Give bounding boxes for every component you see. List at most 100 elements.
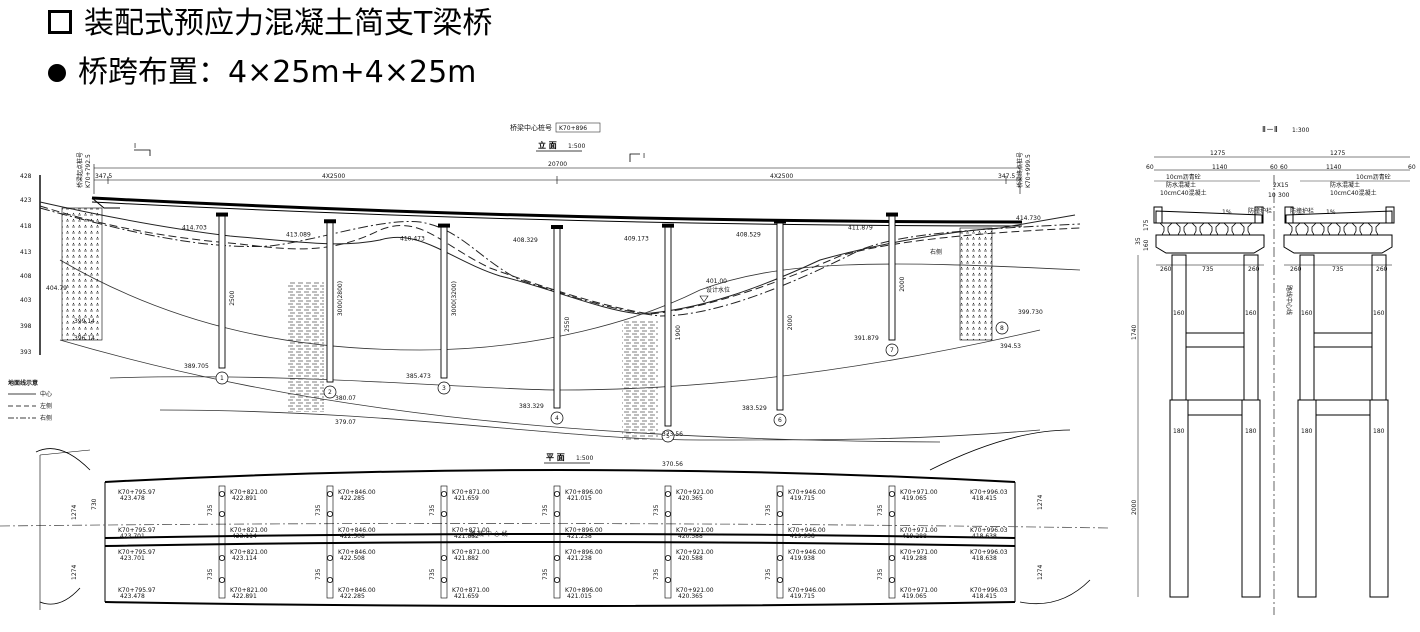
cross-section-drawing: Ⅱ－Ⅱ 1:300 1275 1275 60 1140 60 60 1140 6… bbox=[1131, 125, 1416, 615]
cap-edge-l2: 260 bbox=[1248, 266, 1260, 273]
span-value: 4×25m+4×25m bbox=[228, 55, 477, 90]
plan-right-width-2: 1274 bbox=[1037, 565, 1044, 580]
pier2-depth-1: 380.07 bbox=[335, 395, 356, 402]
section-edge-left: 60 bbox=[1146, 164, 1154, 171]
t-girder bbox=[1351, 222, 1365, 236]
plan-station: K70+971.00 bbox=[900, 489, 938, 496]
pier-column bbox=[218, 215, 226, 369]
plan-column bbox=[440, 490, 447, 497]
pier-height-dim: 3000(2800) bbox=[337, 281, 344, 316]
plan-elevation: 419.715 bbox=[790, 593, 815, 600]
pier-number-circle bbox=[995, 321, 1009, 335]
plan-station: K70+795.97 bbox=[118, 527, 156, 534]
plan-station: K70+921.00 bbox=[676, 489, 714, 496]
plan-elevation: 421.015 bbox=[567, 495, 592, 502]
plan-pier-line bbox=[218, 485, 226, 599]
plan-column bbox=[218, 490, 225, 497]
plan-station: K70+996.03 bbox=[970, 489, 1008, 496]
plan-column bbox=[777, 576, 784, 583]
section-edge-right: 60 bbox=[1408, 164, 1416, 171]
plan-column bbox=[326, 576, 333, 583]
abutment-left-elev-3: 396.14 bbox=[74, 335, 95, 342]
pier-cap bbox=[216, 212, 228, 217]
pier-top-elevation: 409.173 bbox=[624, 236, 649, 243]
plan-elevation: 421.882 bbox=[454, 555, 479, 562]
svg-text:右侧: 右侧 bbox=[40, 414, 52, 422]
t-girder bbox=[1159, 222, 1173, 236]
plan-column bbox=[326, 510, 333, 517]
square-bullet-icon bbox=[48, 10, 72, 34]
cap-edge-r1: 260 bbox=[1290, 266, 1302, 273]
plan-station: K70+921.00 bbox=[676, 527, 714, 534]
pier-cap bbox=[324, 219, 336, 224]
svg-text:428: 428 bbox=[20, 173, 32, 180]
plan-pier-width: 735 bbox=[542, 568, 549, 580]
start-station-label: 桥梁起点桩号 bbox=[76, 152, 84, 188]
pier-height-dim: 1900 bbox=[675, 325, 682, 340]
pier-bottom-elevation: 391.879 bbox=[854, 335, 879, 342]
plan-station: K70+795.97 bbox=[118, 489, 156, 496]
start-station: K70+792.5 bbox=[85, 154, 92, 188]
plan-column bbox=[889, 554, 896, 561]
plan-beam-width: 730 bbox=[91, 498, 98, 510]
plan-column bbox=[889, 510, 896, 517]
center-station: K70+896 bbox=[559, 125, 587, 132]
span-arrangement: 桥跨布置：4×25m+4×25m bbox=[48, 55, 476, 91]
plan-elevation: 423.114 bbox=[232, 555, 257, 562]
left-group: 4X2500 bbox=[322, 173, 345, 180]
plan-column bbox=[777, 510, 784, 517]
t-girder bbox=[1335, 222, 1349, 236]
plan-column bbox=[440, 554, 447, 561]
plan-column bbox=[889, 576, 896, 583]
plan-station: K70+871.00 bbox=[452, 549, 490, 556]
t-girder bbox=[1175, 222, 1189, 236]
plan-elevation: 421.882 bbox=[454, 533, 479, 540]
pile-dia-3: 180 bbox=[1301, 428, 1313, 435]
pier-number-circle bbox=[550, 411, 564, 425]
svg-text:防水混凝土: 防水混凝土 bbox=[1166, 181, 1196, 189]
plan-station: K70+821.00 bbox=[230, 527, 268, 534]
plan-column bbox=[777, 554, 784, 561]
pier-number-circle bbox=[215, 371, 229, 385]
svg-text:10cmC40混凝土: 10cmC40混凝土 bbox=[1330, 189, 1377, 197]
pier-cap bbox=[551, 225, 563, 229]
section-total-right: 1275 bbox=[1330, 150, 1345, 157]
section-mark-left: I bbox=[134, 142, 136, 150]
plan-column bbox=[889, 490, 896, 497]
plan-elevation: 420.365 bbox=[678, 495, 703, 502]
plan-pier-line bbox=[776, 485, 784, 599]
col-dia-3: 160 bbox=[1301, 310, 1313, 317]
pier-number: 7 bbox=[890, 347, 894, 354]
pier-top-elevation: 410.473 bbox=[400, 236, 425, 243]
plan-station: K70+896.00 bbox=[565, 489, 603, 496]
plan-station: K70+871.00 bbox=[452, 527, 490, 534]
pier-column bbox=[326, 221, 334, 383]
abutment-left-elev-1: 404.79 bbox=[46, 285, 67, 292]
plan-station: K70+871.00 bbox=[452, 489, 490, 496]
plan-station: K70+795.97 bbox=[118, 549, 156, 556]
pier-number: 4 bbox=[555, 415, 559, 422]
plan-station: K70+971.00 bbox=[900, 587, 938, 594]
plan-elevation: 419.065 bbox=[902, 593, 927, 600]
section-deck-right: 1140 bbox=[1326, 164, 1341, 171]
plan-elevation: 421.659 bbox=[454, 495, 479, 502]
pier-number-circle bbox=[437, 381, 451, 395]
plan-station: K70+946.00 bbox=[788, 549, 826, 556]
plan-elevation: 423.478 bbox=[120, 593, 145, 600]
plan-stations: K70+795.97423.478K70+795.97423.701K70+79… bbox=[118, 485, 1008, 600]
plan-station: K70+946.00 bbox=[788, 587, 826, 594]
svg-text:408: 408 bbox=[20, 273, 32, 280]
pier-top-elevation: 408.529 bbox=[736, 231, 761, 238]
t-girder bbox=[1319, 222, 1333, 236]
pier-bottom-elevation: 383.329 bbox=[519, 403, 544, 410]
plan-elevation: 419.715 bbox=[790, 495, 815, 502]
water-level: 401.00 bbox=[706, 278, 727, 285]
plan-elevation: 422.891 bbox=[232, 495, 257, 502]
pier-number-circle bbox=[773, 413, 787, 427]
plan-pier-width: 735 bbox=[765, 504, 772, 516]
slope-left: 1% bbox=[1222, 209, 1232, 216]
pier-height-dim: 2500 bbox=[229, 290, 236, 305]
svg-text:413: 413 bbox=[20, 249, 32, 256]
plan-pier-line bbox=[440, 485, 448, 599]
plan-elevation: 418.415 bbox=[972, 495, 997, 502]
